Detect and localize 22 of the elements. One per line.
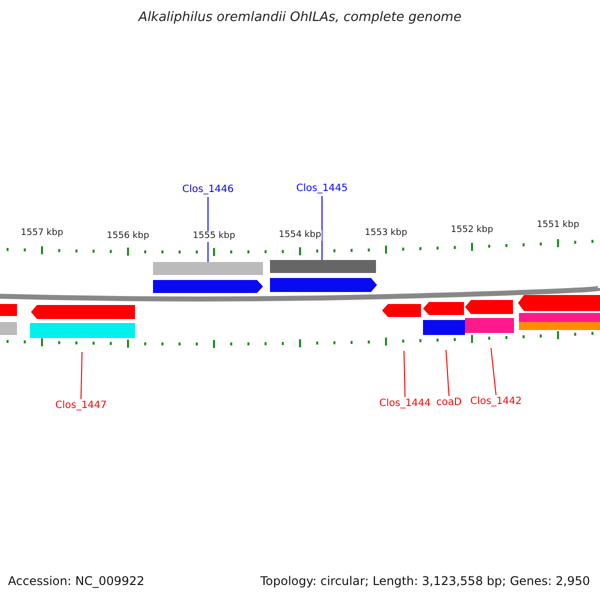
footer-text: Accession: NC_009922 [8,574,144,589]
leader-line [404,350,406,398]
tick-label: 1553 kbp [364,228,408,239]
gene-label: Clos_1446 [182,183,234,197]
tick-label: 1555 kbp [192,231,236,242]
tick-label: 1554 kbp [278,230,322,241]
leader-line [446,350,450,396]
diagram-title: Alkaliphilus oremlandii OhILAs, complete genome [137,10,462,25]
tick-label: 1556 kbp [106,231,150,242]
leader-line [490,348,496,396]
gene-feature-bar [270,260,376,273]
gene-label: Clos_1447 [55,399,107,413]
tick-label: 1552 kbp [450,225,494,236]
gene-feature-bar [153,262,263,275]
gene-label: Clos_1442 [470,395,522,409]
leader-line [80,352,82,400]
gene-label: Clos_1445 [296,182,348,196]
gene-label: coaD [436,396,462,410]
tick-label: 1551 kbp [536,220,580,231]
footer-text: Topology: circular; Length: 3,123,558 bp; Genes: 2,950 [260,574,590,589]
gene-label: Clos_1444 [379,397,431,411]
tick-label: 1557 kbp [20,228,64,239]
